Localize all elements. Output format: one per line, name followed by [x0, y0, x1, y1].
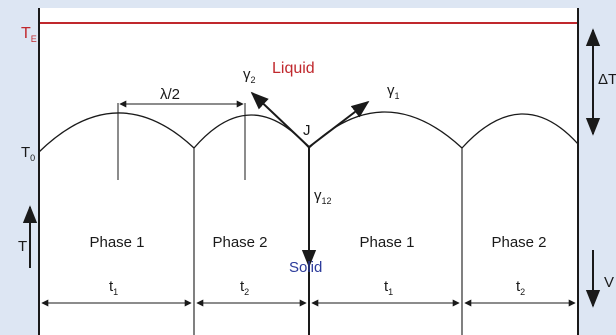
gamma-2-arrow [250, 91, 310, 148]
temperature-axis-label: T [18, 238, 27, 255]
phase-label-2: Phase 2 [212, 234, 267, 251]
velocity-label: V [604, 274, 614, 291]
t0-label: T0 [21, 144, 35, 163]
liquid-label: Liquid [272, 60, 315, 77]
phase-label-3: Phase 1 [359, 234, 414, 251]
width-label-1: t1 [109, 278, 118, 297]
delta-t-label: ΔT [598, 71, 616, 88]
solid-label: Solid [289, 259, 322, 276]
phase-label-4: Phase 2 [491, 234, 546, 251]
gamma-1-label: γ1 [387, 82, 400, 101]
phase-label-1: Phase 1 [89, 234, 144, 251]
lambda-half-label: λ/2 [160, 86, 180, 103]
gamma-12-label: γ12 [314, 187, 332, 206]
junction-label: J [303, 122, 311, 139]
te-label: TE [21, 25, 37, 44]
width-label-4: t2 [516, 278, 525, 297]
gamma-1-arrow [308, 100, 370, 148]
width-label-2: t2 [240, 278, 249, 297]
width-label-3: t1 [384, 278, 393, 297]
gamma-2-label: γ2 [243, 66, 256, 85]
